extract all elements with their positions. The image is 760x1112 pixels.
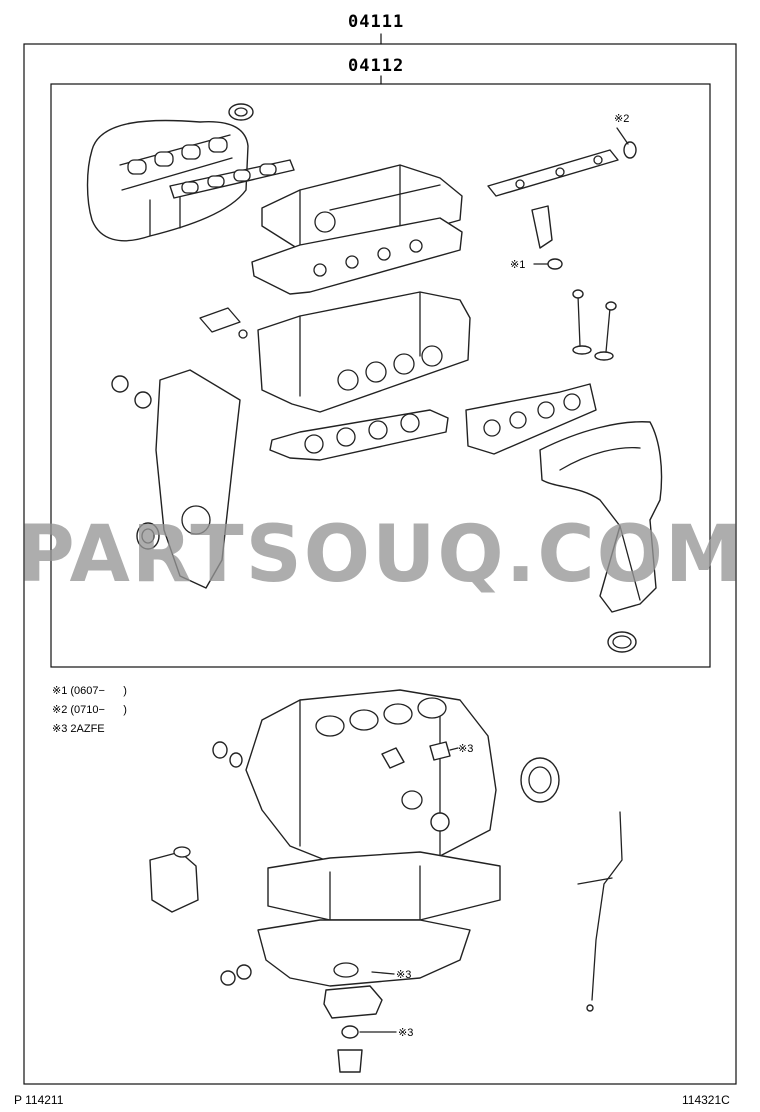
exhaust-manifold bbox=[539, 421, 663, 613]
note-line-2: ※2 (0710− ) bbox=[52, 704, 127, 716]
callout-mark-1: ※1 bbox=[510, 259, 526, 271]
fuel-delivery-pipe bbox=[487, 141, 637, 197]
note-line-1: ※1 (0607− ) bbox=[52, 685, 127, 697]
oil-filter-bracket bbox=[323, 985, 383, 1073]
callout-mark-3-pan: ※3 bbox=[396, 969, 412, 981]
rear-oil-seal bbox=[520, 757, 560, 803]
throttle-body-gasket bbox=[228, 103, 254, 121]
oil-level-gauge bbox=[577, 811, 623, 1012]
water-pump-body bbox=[149, 846, 199, 913]
crankshaft-front-oil-seal bbox=[136, 522, 160, 550]
cylinder-head bbox=[257, 291, 471, 413]
callout-mark-2: ※2 bbox=[614, 113, 630, 125]
fuel-injector bbox=[531, 205, 563, 270]
water-inlet-gasket bbox=[111, 375, 152, 409]
inner-kit-frame bbox=[50, 83, 711, 668]
drain-plug-gaskets bbox=[220, 964, 252, 986]
callout2-leader bbox=[616, 127, 629, 145]
vvt-oil-control-valve bbox=[199, 307, 248, 339]
outer-kit-part-number: 04111 bbox=[348, 12, 405, 32]
intake-manifold-gasket bbox=[169, 159, 295, 199]
exhaust-pipe-gasket bbox=[607, 631, 637, 653]
note-line-3: ※3 2AZFE bbox=[52, 723, 105, 735]
valves bbox=[572, 289, 617, 361]
callout3a-leader bbox=[449, 747, 459, 751]
cylinder-block bbox=[245, 689, 497, 863]
oil-pan bbox=[257, 919, 471, 987]
footer-left-id: P 114211 bbox=[14, 1093, 64, 1107]
footer-right-id: 114321C bbox=[682, 1093, 730, 1107]
callout-mark-3-bracket: ※3 bbox=[398, 1027, 414, 1039]
outer-kit-frame bbox=[23, 43, 737, 1085]
block-plugs bbox=[212, 741, 450, 832]
callout-mark-3-block: ※3 bbox=[458, 743, 474, 755]
cylinder-head-cover bbox=[261, 164, 463, 259]
block-gasket-small bbox=[381, 741, 451, 769]
exhaust-manifold-gasket bbox=[465, 383, 597, 455]
stiffening-crankcase bbox=[267, 851, 501, 921]
watermark: PARTSOUQ.COM bbox=[17, 510, 745, 600]
inner-kit-part-number: 04112 bbox=[348, 56, 405, 76]
callout3b-leader bbox=[371, 971, 395, 975]
timing-chain-cover bbox=[155, 369, 241, 589]
head-cover-gasket bbox=[251, 217, 463, 295]
cylinder-head-gasket bbox=[269, 409, 449, 461]
intake-manifold bbox=[86, 119, 249, 242]
